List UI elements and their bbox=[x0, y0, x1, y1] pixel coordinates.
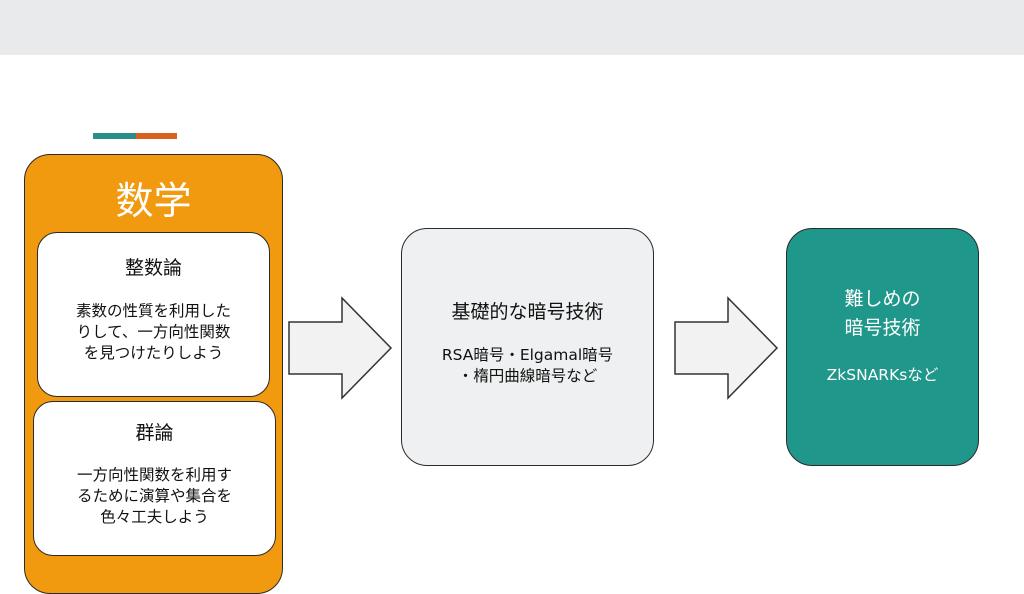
group-theory-card: 群論 一方向性関数を利用す るために演算や集合を 色々工夫しよう bbox=[33, 401, 276, 556]
basic-crypto-title: 基礎的な暗号技術 bbox=[451, 301, 604, 323]
basic-crypto-box: 基礎的な暗号技術 RSA暗号・Elgamal暗号 ・楕円曲線暗号など bbox=[401, 228, 654, 466]
basic-crypto-body: RSA暗号・Elgamal暗号 ・楕円曲線暗号など bbox=[441, 346, 614, 385]
advanced-crypto-title: 難しめの 暗号技術 bbox=[844, 288, 921, 339]
advanced-crypto-box: 難しめの 暗号技術 ZkSNARKsなど bbox=[786, 228, 979, 466]
title-accent-teal bbox=[93, 133, 136, 139]
number-theory-body: 素数の性質を利用した りして、一方向性関数 を見つけたりしよう bbox=[75, 302, 231, 362]
number-theory-title: 整数論 bbox=[124, 257, 182, 279]
right-arrow-icon bbox=[674, 296, 779, 400]
group-theory-body: 一方向性関数を利用す るために演算や集合を 色々工夫しよう bbox=[76, 466, 232, 526]
title-accent-orange bbox=[136, 133, 177, 139]
math-title: 数学 bbox=[115, 179, 192, 223]
group-theory-title: 群論 bbox=[135, 422, 174, 444]
right-arrow-icon bbox=[288, 296, 393, 400]
top-bar bbox=[0, 0, 1024, 55]
advanced-crypto-body: ZkSNARKsなど bbox=[826, 366, 939, 384]
number-theory-card: 整数論 素数の性質を利用した りして、一方向性関数 を見つけたりしよう bbox=[37, 232, 270, 397]
